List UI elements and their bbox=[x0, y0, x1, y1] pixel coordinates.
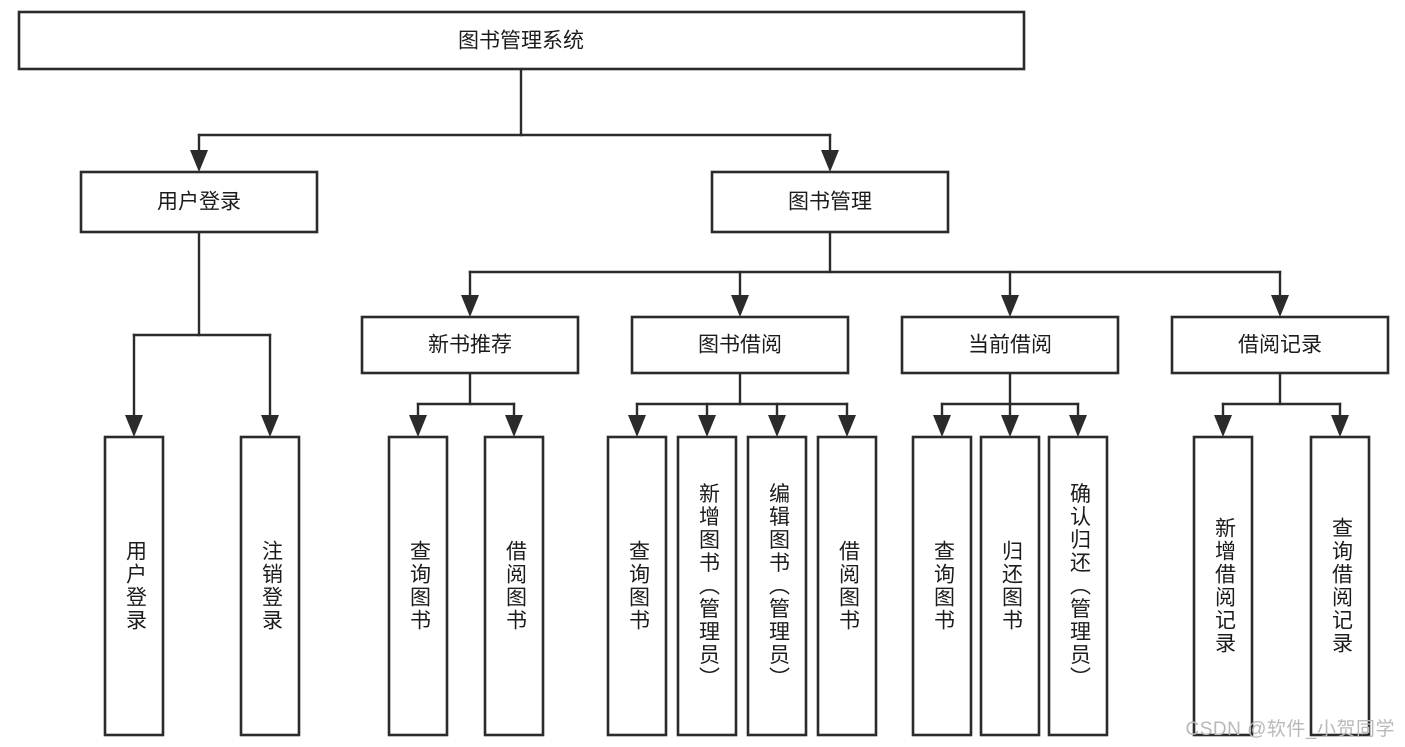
leaf-borrow-lend-label: 借阅图书 bbox=[836, 540, 860, 632]
arrow-head-leaf-current-query bbox=[933, 415, 951, 437]
node-user-login-label: 用户登录 bbox=[157, 191, 241, 214]
leaf-user-logout-box[interactable] bbox=[239, 435, 301, 737]
node-new-book-rec[interactable]: 新书推荐 bbox=[360, 315, 580, 375]
leaf-user-logout[interactable]: 注销登录 bbox=[239, 435, 301, 737]
leaf-borrow-query[interactable]: 查询图书 bbox=[606, 435, 668, 737]
node-borrow-record-label: 借阅记录 bbox=[1238, 334, 1322, 357]
leaf-current-confirm[interactable]: 确认归还（管理员） bbox=[1047, 435, 1109, 737]
leaf-current-return[interactable]: 归还图书 bbox=[979, 435, 1041, 737]
arrow-head-leaf-user-logout bbox=[261, 415, 279, 437]
node-current-borrow-label: 当前借阅 bbox=[968, 334, 1052, 357]
leaf-user-login-box[interactable] bbox=[103, 435, 165, 737]
leaf-record-add-label: 新增借阅记录 bbox=[1212, 517, 1236, 655]
leaf-current-confirm-label: 确认归还（管理员） bbox=[1067, 483, 1091, 690]
leaf-current-query-box[interactable] bbox=[911, 435, 973, 737]
node-user-login[interactable]: 用户登录 bbox=[79, 170, 319, 234]
leaf-current-return-label: 归还图书 bbox=[999, 540, 1023, 632]
connector-layer bbox=[125, 67, 1349, 437]
leaf-rec-query-box[interactable] bbox=[387, 435, 449, 737]
leaf-borrow-lend-box[interactable] bbox=[816, 435, 878, 737]
leaf-rec-borrow-box[interactable] bbox=[483, 435, 545, 737]
arrow-head-leaf-borrow-query bbox=[628, 415, 646, 437]
leaf-record-add-box[interactable] bbox=[1192, 435, 1254, 737]
node-new-book-rec-label: 新书推荐 bbox=[428, 334, 512, 357]
node-book-manage-label: 图书管理 bbox=[788, 191, 872, 214]
arrow-head-leaf-user-login bbox=[125, 415, 143, 437]
node-current-borrow[interactable]: 当前借阅 bbox=[900, 315, 1120, 375]
leaf-rec-query-label: 查询图书 bbox=[407, 540, 431, 632]
leaf-record-query[interactable]: 查询借阅记录 bbox=[1309, 435, 1371, 737]
leaf-current-return-box[interactable] bbox=[979, 435, 1041, 737]
leaf-borrow-query-box[interactable] bbox=[606, 435, 668, 737]
arrow-head-bookmanage bbox=[821, 150, 839, 172]
arrow-head-leaf-borrow-add bbox=[698, 415, 716, 437]
node-borrow-record-box[interactable] bbox=[1170, 315, 1390, 375]
csdn-watermark: CSDN @软件_小贺同学 bbox=[1185, 719, 1395, 740]
node-root[interactable]: 图书管理系统 bbox=[17, 10, 1026, 71]
leaf-borrow-edit[interactable]: 编辑图书（管理员） bbox=[746, 435, 808, 737]
arrow-head-borrowrecord bbox=[1271, 295, 1289, 317]
node-borrow-record[interactable]: 借阅记录 bbox=[1170, 315, 1390, 375]
leaf-current-confirm-box[interactable] bbox=[1047, 435, 1109, 737]
leaf-rec-borrow[interactable]: 借阅图书 bbox=[483, 435, 545, 737]
node-user-login-box[interactable] bbox=[79, 170, 319, 234]
arrow-head-leaf-rec-query bbox=[409, 415, 427, 437]
node-new-book-rec-box[interactable] bbox=[360, 315, 580, 375]
node-book-borrow-label: 图书借阅 bbox=[698, 334, 782, 357]
arrow-head-leaf-current-confirm bbox=[1069, 415, 1087, 437]
leaf-borrow-query-label: 查询图书 bbox=[626, 540, 650, 632]
leaf-current-query[interactable]: 查询图书 bbox=[911, 435, 973, 737]
arrow-head-userlogin bbox=[190, 150, 208, 172]
leaf-user-logout-label: 注销登录 bbox=[259, 540, 283, 632]
leaf-borrow-add-box[interactable] bbox=[676, 435, 738, 737]
leaf-borrow-lend[interactable]: 借阅图书 bbox=[816, 435, 878, 737]
arrow-head-leaf-borrow-edit bbox=[768, 415, 786, 437]
arrow-head-currentborrow bbox=[1001, 295, 1019, 317]
leaf-borrow-add-label: 新增图书（管理员） bbox=[696, 483, 720, 690]
node-book-borrow-box[interactable] bbox=[630, 315, 850, 375]
leaf-record-query-box[interactable] bbox=[1309, 435, 1371, 737]
leaf-record-add[interactable]: 新增借阅记录 bbox=[1192, 435, 1254, 737]
arrow-head-leaf-record-add bbox=[1214, 415, 1232, 437]
leaf-borrow-edit-box[interactable] bbox=[746, 435, 808, 737]
arrow-head-leaf-borrow-lend bbox=[838, 415, 856, 437]
arrow-head-leaf-record-query bbox=[1331, 415, 1349, 437]
leaf-current-query-label: 查询图书 bbox=[931, 540, 955, 632]
node-root-label: 图书管理系统 bbox=[458, 30, 584, 53]
leaf-rec-borrow-label: 借阅图书 bbox=[503, 540, 527, 632]
leaf-record-query-label: 查询借阅记录 bbox=[1329, 517, 1353, 655]
arrow-head-newbookrec bbox=[461, 295, 479, 317]
arrow-head-bookborrow bbox=[731, 295, 749, 317]
leaf-borrow-add[interactable]: 新增图书（管理员） bbox=[676, 435, 738, 737]
leaf-borrow-edit-label: 编辑图书（管理员） bbox=[766, 483, 790, 690]
node-book-borrow[interactable]: 图书借阅 bbox=[630, 315, 850, 375]
arrow-head-leaf-current-return bbox=[1001, 415, 1019, 437]
node-root-box[interactable] bbox=[17, 10, 1026, 71]
node-current-borrow-box[interactable] bbox=[900, 315, 1120, 375]
leaf-user-login-label: 用户登录 bbox=[123, 540, 147, 632]
node-book-manage-box[interactable] bbox=[710, 170, 950, 234]
node-book-manage[interactable]: 图书管理 bbox=[710, 170, 950, 234]
leaf-rec-query[interactable]: 查询图书 bbox=[387, 435, 449, 737]
leaf-user-login[interactable]: 用户登录 bbox=[103, 435, 165, 737]
arrow-head-leaf-rec-borrow bbox=[505, 415, 523, 437]
